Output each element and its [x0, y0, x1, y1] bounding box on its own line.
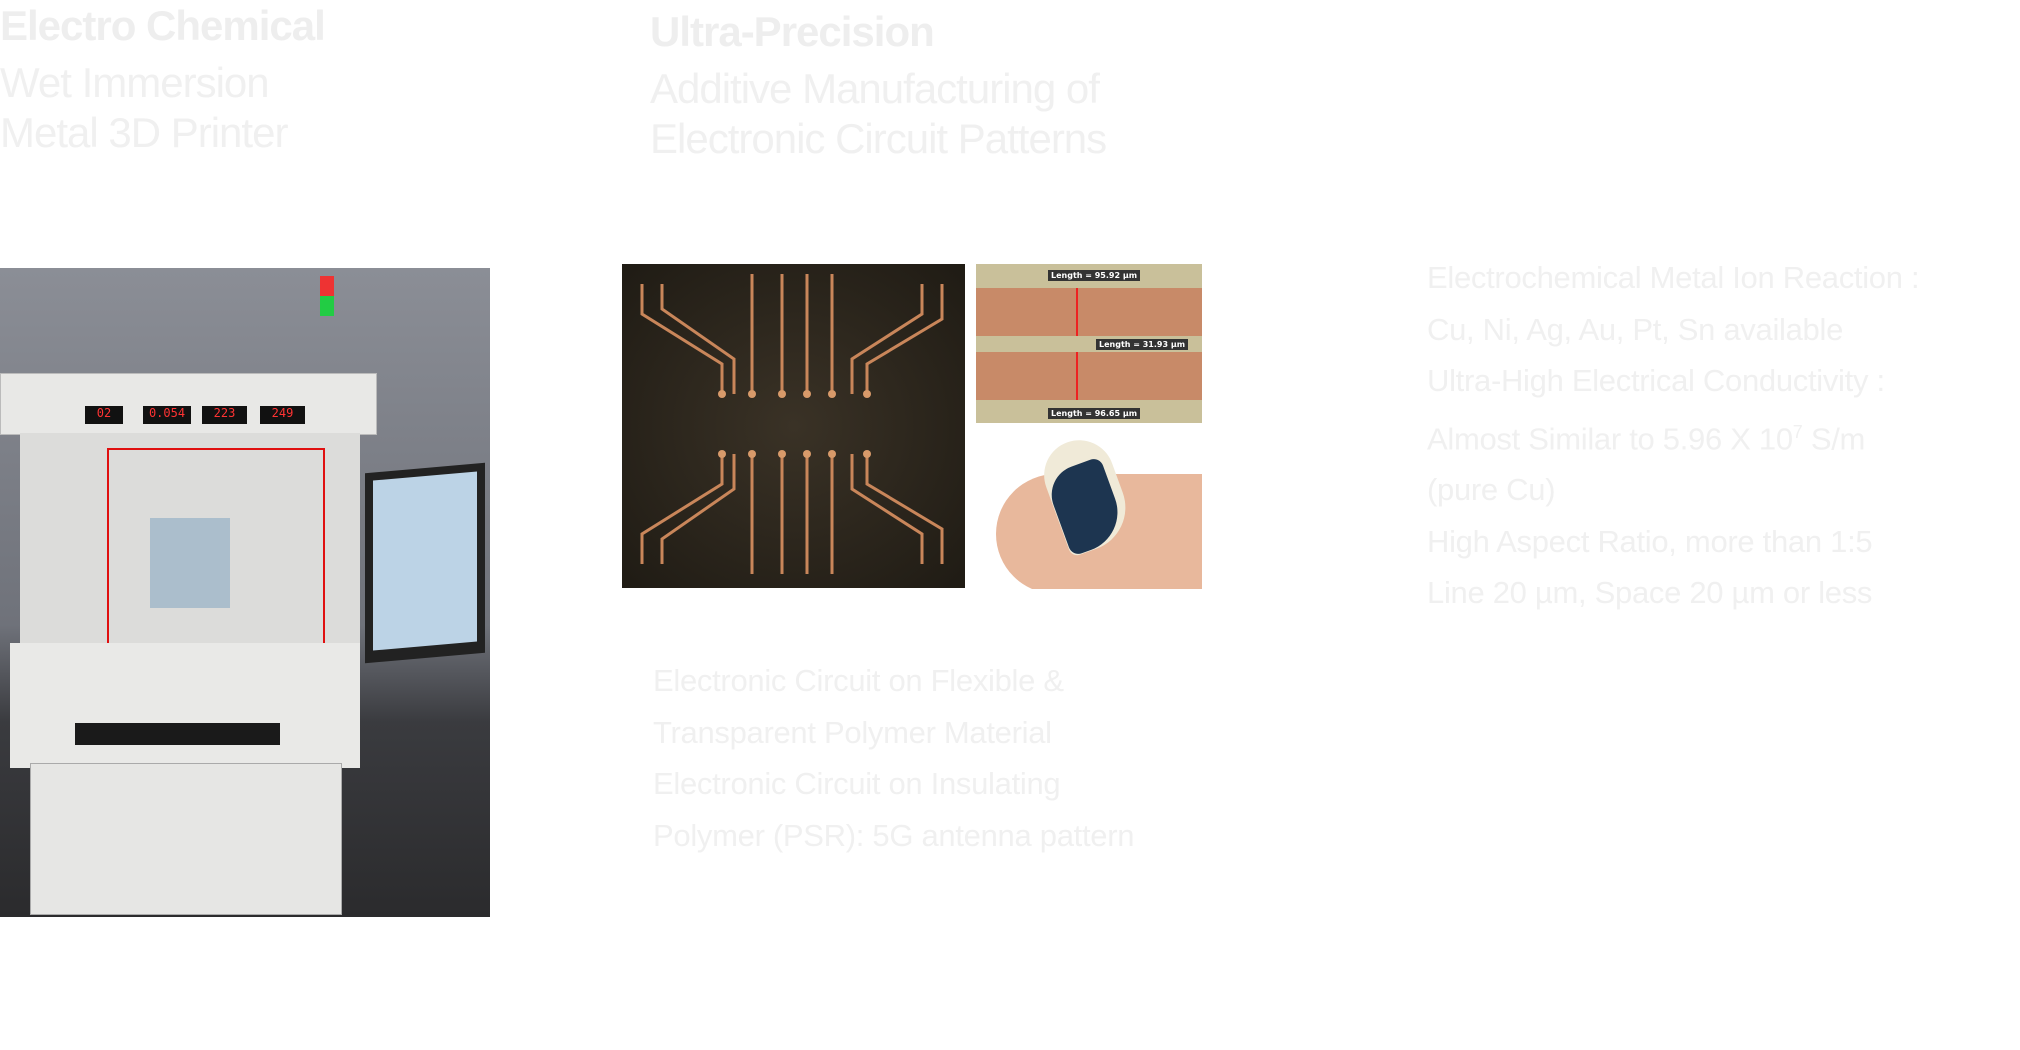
conductivity-text: Almost Similar to 5.96 X 10	[1427, 420, 1793, 456]
left-subtitle: Wet Immersion Metal 3D Printer	[0, 58, 288, 158]
conductivity-exponent: 7	[1792, 421, 1803, 442]
measurement-label: Length = 96.65 µm	[1048, 408, 1141, 419]
measurement-label: Length = 31.93 µm	[1096, 339, 1189, 350]
caption-line: Electronic Circuit on Insulating	[653, 766, 1061, 801]
circuit-traces	[640, 274, 944, 574]
left-heading: Electro Chemical	[0, 2, 326, 49]
feature-line: Cu, Ni, Ag, Au, Pt, Sn available	[1427, 311, 1844, 347]
caption-line: Electronic Circuit on Flexible &	[653, 663, 1064, 698]
feature-line: Line 20 µm, Space 20 µm or less	[1427, 575, 1873, 611]
left-subtitle-line: Metal 3D Printer	[0, 109, 288, 156]
caption-line: Transparent Polymer Material	[653, 714, 1052, 750]
flexible-sample-image	[976, 434, 1202, 589]
printer-display: 223	[202, 406, 247, 424]
left-subtitle-line: Wet Immersion	[0, 59, 270, 106]
printer-photo: 02 0.054 223 249	[0, 268, 490, 917]
circuit-pattern-image	[622, 264, 965, 588]
feature-line: Electrochemical Metal Ion Reaction :	[1427, 260, 1920, 295]
feature-line: Ultra-High Electrical Conductivity :	[1427, 363, 1885, 398]
caption-line: Polymer (PSR): 5G antenna pattern	[653, 817, 1135, 853]
measurement-label: Length = 95.92 µm	[1048, 270, 1141, 281]
printer-display: 249	[260, 406, 305, 424]
feature-list: Electrochemical Metal Ion Reaction : Cu,…	[1427, 252, 1920, 619]
conductivity-unit: S/m	[1802, 420, 1866, 456]
middle-subtitle: Additive Manufacturing of Electronic Cir…	[650, 64, 1107, 164]
middle-heading: Ultra-Precision	[650, 8, 935, 55]
printer-display: 02	[85, 406, 123, 424]
middle-captions: Electronic Circuit on Flexible & Transpa…	[653, 655, 1134, 861]
feature-line: (pure Cu)	[1427, 472, 1556, 508]
feature-line-conductivity: Almost Similar to 5.96 X 107 S/m	[1427, 407, 1919, 465]
middle-subtitle-line: Electronic Circuit Patterns	[650, 115, 1107, 162]
microscope-image: Length = 95.92 µm Length = 31.93 µm Leng…	[976, 264, 1202, 423]
middle-subtitle-line: Additive Manufacturing of	[650, 65, 1100, 112]
feature-line: High Aspect Ratio, more than 1:5	[1427, 523, 1873, 559]
printer-display: 0.054	[143, 406, 191, 424]
